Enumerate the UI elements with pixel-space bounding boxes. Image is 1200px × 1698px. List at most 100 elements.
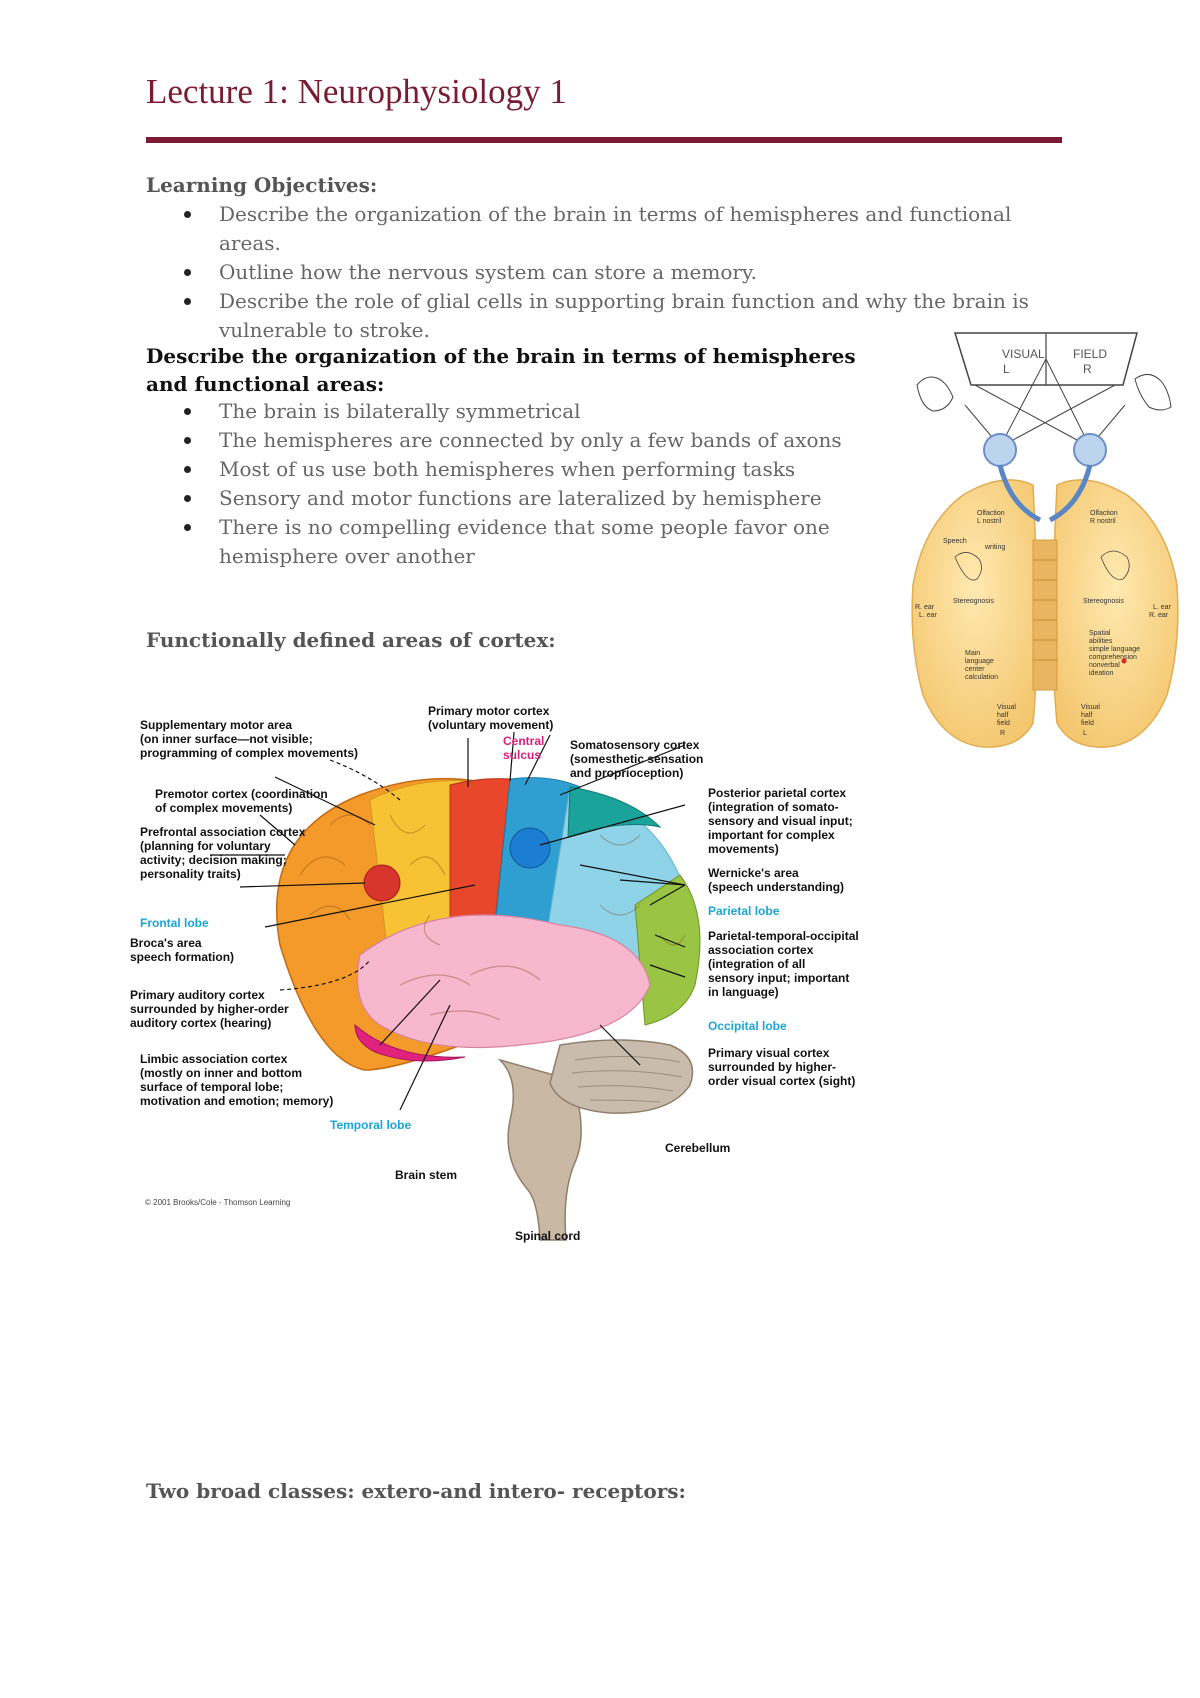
svg-text:field: field (997, 720, 1010, 727)
cerebellum-shape (549, 1039, 694, 1114)
limbic-region (354, 1023, 466, 1062)
svg-text:Main: Main (965, 650, 980, 657)
svg-text:Prefrontal association cortex: Prefrontal association cortex (140, 825, 306, 839)
svg-text:Parietal lobe: Parietal lobe (708, 904, 780, 918)
svg-text:in language): in language) (708, 985, 779, 999)
svg-text:Temporal lobe: Temporal lobe (330, 1118, 411, 1132)
svg-text:Posterior parietal cortex: Posterior parietal cortex (708, 786, 846, 800)
corpus-callosum (1032, 539, 1058, 691)
svg-text:L: L (1083, 730, 1087, 737)
svg-text:Somatosensory cortex: Somatosensory cortex (570, 738, 700, 752)
svg-text:(speech understanding): (speech understanding) (708, 880, 844, 894)
svg-text:important for complex: important for complex (708, 828, 835, 842)
brain-stem-shape (497, 1058, 582, 1241)
list-item: Describe the organization of the brain i… (146, 200, 1066, 258)
title-divider (146, 137, 1062, 143)
left-hand-sketch (916, 376, 954, 412)
receptor-classes-heading: Two broad classes: extero-and intero- re… (146, 1479, 686, 1503)
svg-text:Visual: Visual (1081, 704, 1100, 711)
svg-text:Occipital lobe: Occipital lobe (708, 1019, 787, 1033)
svg-text:R: R (1000, 730, 1005, 737)
svg-text:programming of complex movemen: programming of complex movements) (140, 746, 358, 760)
svg-text:Frontal lobe: Frontal lobe (140, 916, 209, 930)
svg-text:Supplementary motor area: Supplementary motor area (140, 718, 292, 732)
svg-text:(integration of all: (integration of all (708, 957, 805, 971)
svg-text:R nostril: R nostril (1090, 518, 1116, 525)
svg-text:nonverbal: nonverbal (1089, 662, 1120, 669)
svg-text:(planning for voluntary: (planning for voluntary (140, 839, 271, 853)
svg-text:Spatial: Spatial (1089, 630, 1111, 637)
svg-text:sensory and visual input;: sensory and visual input; (708, 814, 853, 828)
brain-cortex-figure: Supplementary motor area (on inner surfa… (130, 705, 859, 1243)
svg-text:calculation: calculation (965, 674, 998, 681)
svg-text:surrounded by higher-order: surrounded by higher-order (130, 1002, 289, 1016)
svg-text:(mostly on inner and bottom: (mostly on inner and bottom (140, 1066, 302, 1080)
svg-text:L. ear: L. ear (1153, 604, 1172, 611)
list-item: There is no compelling evidence that som… (146, 513, 846, 571)
svg-text:of complex movements): of complex movements) (155, 801, 292, 815)
svg-text:Broca's area: Broca's area (130, 936, 202, 950)
field-r-label: R (1083, 362, 1092, 376)
svg-text:L nostril: L nostril (977, 518, 1002, 525)
svg-text:Limbic association cortex: Limbic association cortex (140, 1052, 288, 1066)
svg-text:simple language: simple language (1089, 646, 1140, 653)
page-title: Lecture 1: Neurophysiology 1 (146, 72, 567, 111)
svg-text:Primary visual cortex: Primary visual cortex (708, 1046, 830, 1060)
svg-text:order visual cortex (sight): order visual cortex (sight) (708, 1074, 855, 1088)
svg-text:Primary motor cortex: Primary motor cortex (428, 705, 550, 718)
list-item: Sensory and motor functions are laterali… (146, 484, 846, 513)
svg-text:speech formation): speech formation) (130, 950, 234, 964)
right-hand-sketch (1134, 374, 1172, 411)
svg-text:Brain stem: Brain stem (395, 1168, 457, 1182)
svg-text:abilities: abilities (1089, 638, 1113, 645)
svg-text:(on inner surface—not visible;: (on inner surface—not visible; (140, 732, 313, 746)
svg-text:(integration of somato-: (integration of somato- (708, 800, 839, 814)
svg-text:half: half (1081, 712, 1092, 719)
svg-text:(somesthetic sensation: (somesthetic sensation (570, 752, 703, 766)
visual-l-label: L (1003, 362, 1010, 376)
svg-text:Speech: Speech (943, 538, 967, 545)
svg-text:Cerebellum: Cerebellum (665, 1141, 730, 1155)
svg-text:language: language (965, 658, 994, 665)
cortex-areas-heading: Functionally defined areas of cortex: (146, 628, 556, 652)
visual-label: VISUAL (1002, 347, 1045, 361)
svg-text:Wernicke's area: Wernicke's area (708, 866, 799, 880)
organization-list: The brain is bilaterally symmetrical The… (146, 397, 846, 571)
wernicke-area (509, 827, 551, 869)
broca-area (363, 864, 401, 902)
list-item: Outline how the nervous system can store… (146, 258, 1066, 287)
left-eye (983, 433, 1017, 467)
organization-heading: Describe the organization of the brain i… (146, 344, 856, 396)
occipital-region (634, 874, 701, 1026)
svg-text:sulcus: sulcus (503, 748, 541, 762)
right-eye (1073, 433, 1107, 467)
brain-labels: Supplementary motor area (on inner surfa… (130, 705, 859, 1243)
svg-text:R. ear: R. ear (915, 604, 935, 611)
svg-text:© 2001 Brooks/Cole - Thomson L: © 2001 Brooks/Cole - Thomson Learning (145, 1198, 290, 1207)
list-item: Describe the role of glial cells in supp… (146, 287, 1066, 345)
svg-text:ideation: ideation (1089, 670, 1114, 677)
svg-text:movements): movements) (708, 842, 779, 856)
svg-text:activity; decision making;: activity; decision making; (140, 853, 287, 867)
svg-text:surface of temporal lobe;: surface of temporal lobe; (140, 1080, 283, 1094)
svg-text:half: half (997, 712, 1008, 719)
svg-text:and proprioception): and proprioception) (570, 766, 683, 780)
learning-objectives-heading: Learning Objectives: (146, 173, 378, 197)
svg-text:personality traits): personality traits) (140, 867, 241, 881)
svg-text:Stereognosis: Stereognosis (953, 598, 994, 605)
list-item: Most of us use both hemispheres when per… (146, 455, 846, 484)
svg-text:auditory cortex (hearing): auditory cortex (hearing) (130, 1016, 271, 1030)
svg-text:writing: writing (984, 544, 1005, 551)
svg-text:Stereognosis: Stereognosis (1083, 598, 1124, 605)
svg-text:Olfaction: Olfaction (1090, 510, 1118, 517)
svg-text:Premotor cortex (coordination: Premotor cortex (coordination (155, 787, 328, 801)
svg-text:center: center (965, 666, 985, 673)
svg-text:Parietal-temporal-occipital: Parietal-temporal-occipital (708, 929, 859, 943)
learning-objectives-list: Describe the organization of the brain i… (146, 200, 1066, 345)
optic-nerves (997, 464, 1093, 523)
list-item: The brain is bilaterally symmetrical (146, 397, 846, 426)
svg-text:Primary auditory cortex: Primary auditory cortex (130, 988, 265, 1002)
svg-text:R. ear: R. ear (1149, 612, 1169, 619)
svg-text:Central: Central (503, 734, 544, 748)
temporal-region (357, 914, 651, 1049)
